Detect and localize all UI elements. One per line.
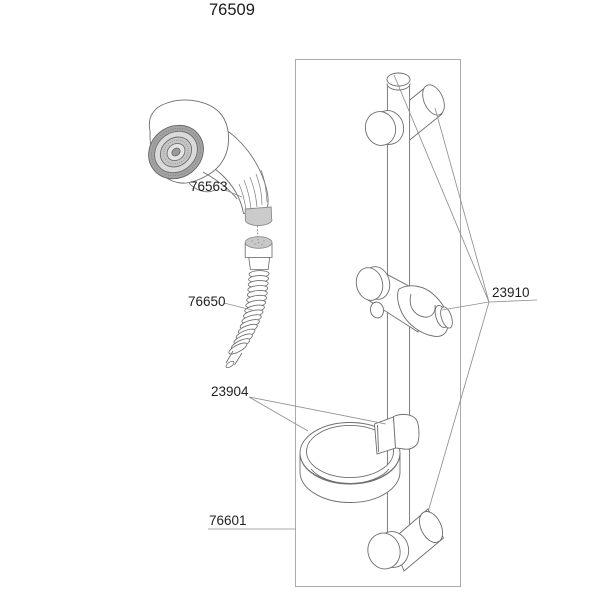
leader-soap-dish	[248, 396, 387, 432]
leader-hose	[223, 302, 253, 311]
leader-brackets	[393, 74, 538, 513]
part-label-brackets: 23910	[492, 285, 530, 300]
hand-shower-drawing	[148, 99, 273, 237]
hose-corrugation	[228, 270, 270, 355]
boundary-box	[295, 59, 461, 587]
spray-face	[148, 124, 204, 180]
slide-bar-drawing	[299, 72, 453, 572]
soap-dish-drawing	[299, 413, 420, 503]
wall-bracket-bottom-drawing	[367, 508, 445, 572]
assembly-number-label: 76509	[209, 1, 255, 19]
part-label-hand-shower: 76563	[190, 179, 228, 194]
part-label-hose: 76650	[188, 294, 226, 309]
leader-lines	[208, 74, 538, 530]
hose-drawing	[225, 236, 273, 369]
part-label-slide-bar: 76601	[209, 513, 247, 528]
part-label-soap-dish: 23904	[211, 384, 249, 399]
leader-hand-shower	[224, 189, 243, 198]
wall-bracket-top-cap	[364, 110, 405, 146]
holder-drawing	[355, 266, 453, 337]
